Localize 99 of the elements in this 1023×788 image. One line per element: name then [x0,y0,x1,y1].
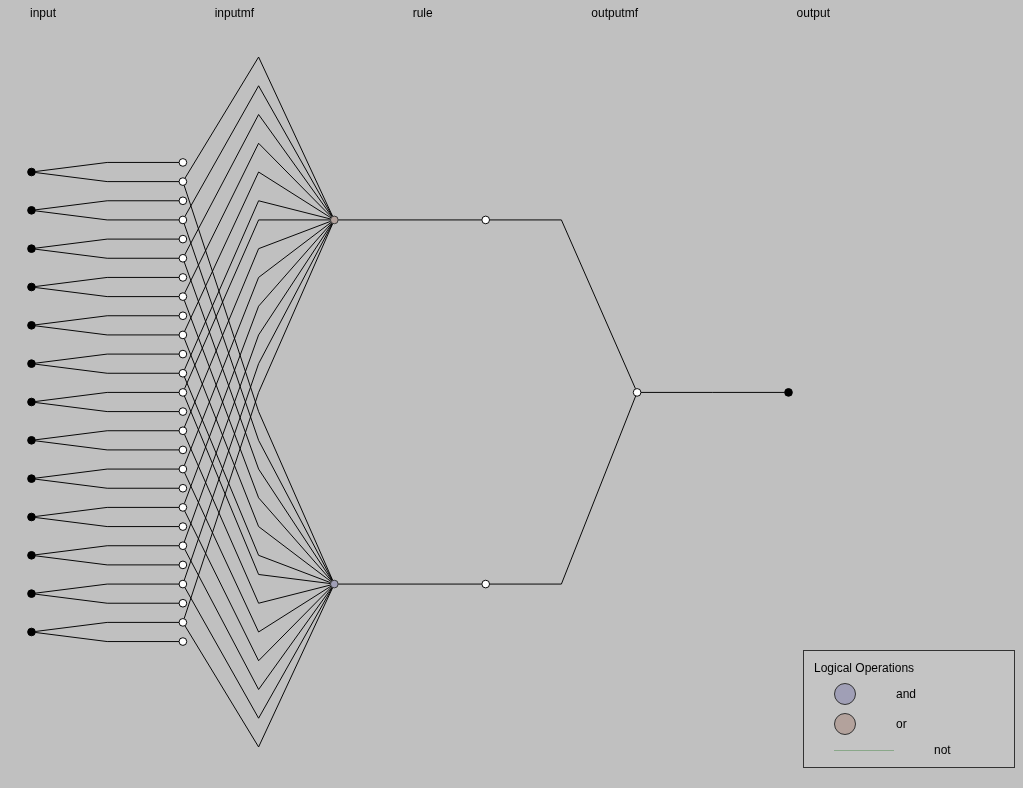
node-circle [178,618,188,627]
connector [34,325,180,336]
connector [34,172,180,183]
connector [183,433,332,604]
connector [34,430,180,441]
connector [489,395,637,585]
column-header: outputmf [591,6,638,20]
connector [184,510,333,662]
connector [184,171,332,332]
node-circle [27,589,36,598]
connector [184,114,333,256]
node-circle [178,215,188,225]
node-circle [481,579,490,589]
node-circle [178,637,188,646]
node-circle [178,349,188,359]
connector [34,276,180,287]
node-circle [178,579,188,589]
node-circle [27,206,36,215]
connector [640,391,786,393]
legend-label: and [896,687,917,701]
legend-title: Logical Operations [814,661,915,675]
legend-label: not [934,743,951,757]
node-circle [178,522,188,531]
node-circle [178,483,188,493]
node-circle [330,215,339,225]
connector [184,586,333,719]
connector [34,468,180,479]
node-circle [481,215,490,225]
connector [184,85,333,218]
node-circle [178,158,188,167]
node-circle [784,388,793,397]
node-circle [330,579,339,589]
connector [34,391,180,402]
column-header: output [796,6,830,20]
connector [34,353,180,364]
node-circle [178,177,188,186]
node-circle [27,397,36,407]
connector [34,506,180,517]
connector [184,142,333,294]
node-circle [27,474,36,483]
node-circle [178,560,188,570]
connector [183,220,332,428]
connector [34,440,180,451]
node-circle [178,368,188,378]
connector [184,472,332,633]
connector [337,219,483,221]
node-circle [178,330,188,340]
node-circle [178,388,188,397]
connector [184,587,334,748]
connector [34,363,180,374]
connector [34,632,180,643]
node-circle [178,253,188,263]
connector [184,548,333,690]
node-circle [27,282,36,292]
connector [34,248,180,259]
connector [337,583,483,585]
connector [34,545,180,556]
node-circle [178,426,188,436]
legend-label: or [896,717,907,731]
node-circle [178,503,188,512]
connector [34,478,180,489]
connector [489,219,637,390]
node-circle [178,311,188,321]
node-circle [178,196,188,206]
connector [34,210,180,221]
connector [34,555,180,566]
node-circle [27,551,36,560]
node-circle [178,273,188,282]
column-header: input [30,6,57,20]
node-circle [27,244,36,253]
node-circle [27,359,36,368]
node-circle [27,436,36,445]
node-circle [178,598,188,608]
connector [34,621,180,632]
connector [34,593,180,604]
column-header: rule [412,6,433,20]
connector [184,56,334,217]
connector [183,219,331,390]
connector [34,517,180,528]
node-circle [178,541,188,551]
connector [34,583,180,594]
node-circle [178,464,188,474]
connector [34,402,180,413]
node-circle [27,627,36,637]
node-circle [178,292,188,301]
node-circle [178,407,188,416]
column-header: inputmf [214,6,254,20]
connector [34,315,180,326]
connector [34,161,180,172]
node-circle [178,234,188,244]
node-circle [632,388,642,397]
node-circle [178,445,188,455]
node-circle [27,321,36,330]
node-circle [27,512,36,522]
node-circle [27,167,36,177]
connector [183,200,332,371]
connector [34,200,180,211]
connector [34,238,180,249]
connector [34,287,180,298]
